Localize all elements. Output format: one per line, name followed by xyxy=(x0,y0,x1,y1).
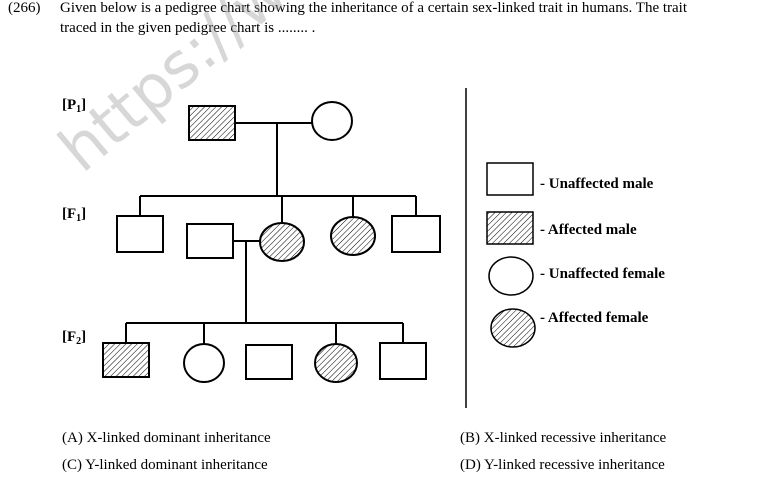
f1-affected-female-1 xyxy=(259,222,305,262)
f2-unaffected-female xyxy=(183,343,225,383)
generation-label-f1: [F1] xyxy=(62,206,86,224)
f1-affected-female-2 xyxy=(330,216,376,256)
f1-unaffected-male-1 xyxy=(116,215,164,253)
p1-unaffected-female xyxy=(311,101,353,141)
legend-unaffected-female-icon xyxy=(488,256,534,296)
legend-affected-female-label: - Affected female xyxy=(540,310,649,326)
question-number: (266) xyxy=(8,0,41,16)
legend-affected-male-icon xyxy=(486,211,534,245)
f1-unaffected-male-spouse xyxy=(186,223,234,259)
legend-unaffected-male-label: - Unaffected male xyxy=(540,176,654,192)
p1-affected-male xyxy=(188,105,236,141)
question-text-line-1: Given below is a pedigree chart showing … xyxy=(60,0,688,16)
legend-affected-female-icon xyxy=(490,308,536,348)
legend-unaffected-female-label: - Unaffected female xyxy=(540,266,665,282)
option-d[interactable]: (D) Y-linked recessive inheritance xyxy=(460,457,665,473)
question-text-line-2: traced in the given pedigree chart is ..… xyxy=(60,20,316,36)
legend-unaffected-male-icon xyxy=(486,162,534,196)
legend-affected-male-label: - Affected male xyxy=(540,222,637,238)
f2-affected-male xyxy=(102,342,150,378)
generation-label-p1-text: [P1] xyxy=(62,97,86,115)
f2-unaffected-male-2 xyxy=(379,342,427,380)
option-a[interactable]: (A) X-linked dominant inheritance xyxy=(62,430,271,446)
f2-unaffected-male-1 xyxy=(245,344,293,380)
generation-label-f2: [F2] xyxy=(62,329,86,347)
option-c[interactable]: (C) Y-linked dominant inheritance xyxy=(62,457,268,473)
option-b[interactable]: (B) X-linked recessive inheritance xyxy=(460,430,667,446)
f2-affected-female xyxy=(314,343,358,383)
f1-unaffected-male-2 xyxy=(391,215,441,253)
